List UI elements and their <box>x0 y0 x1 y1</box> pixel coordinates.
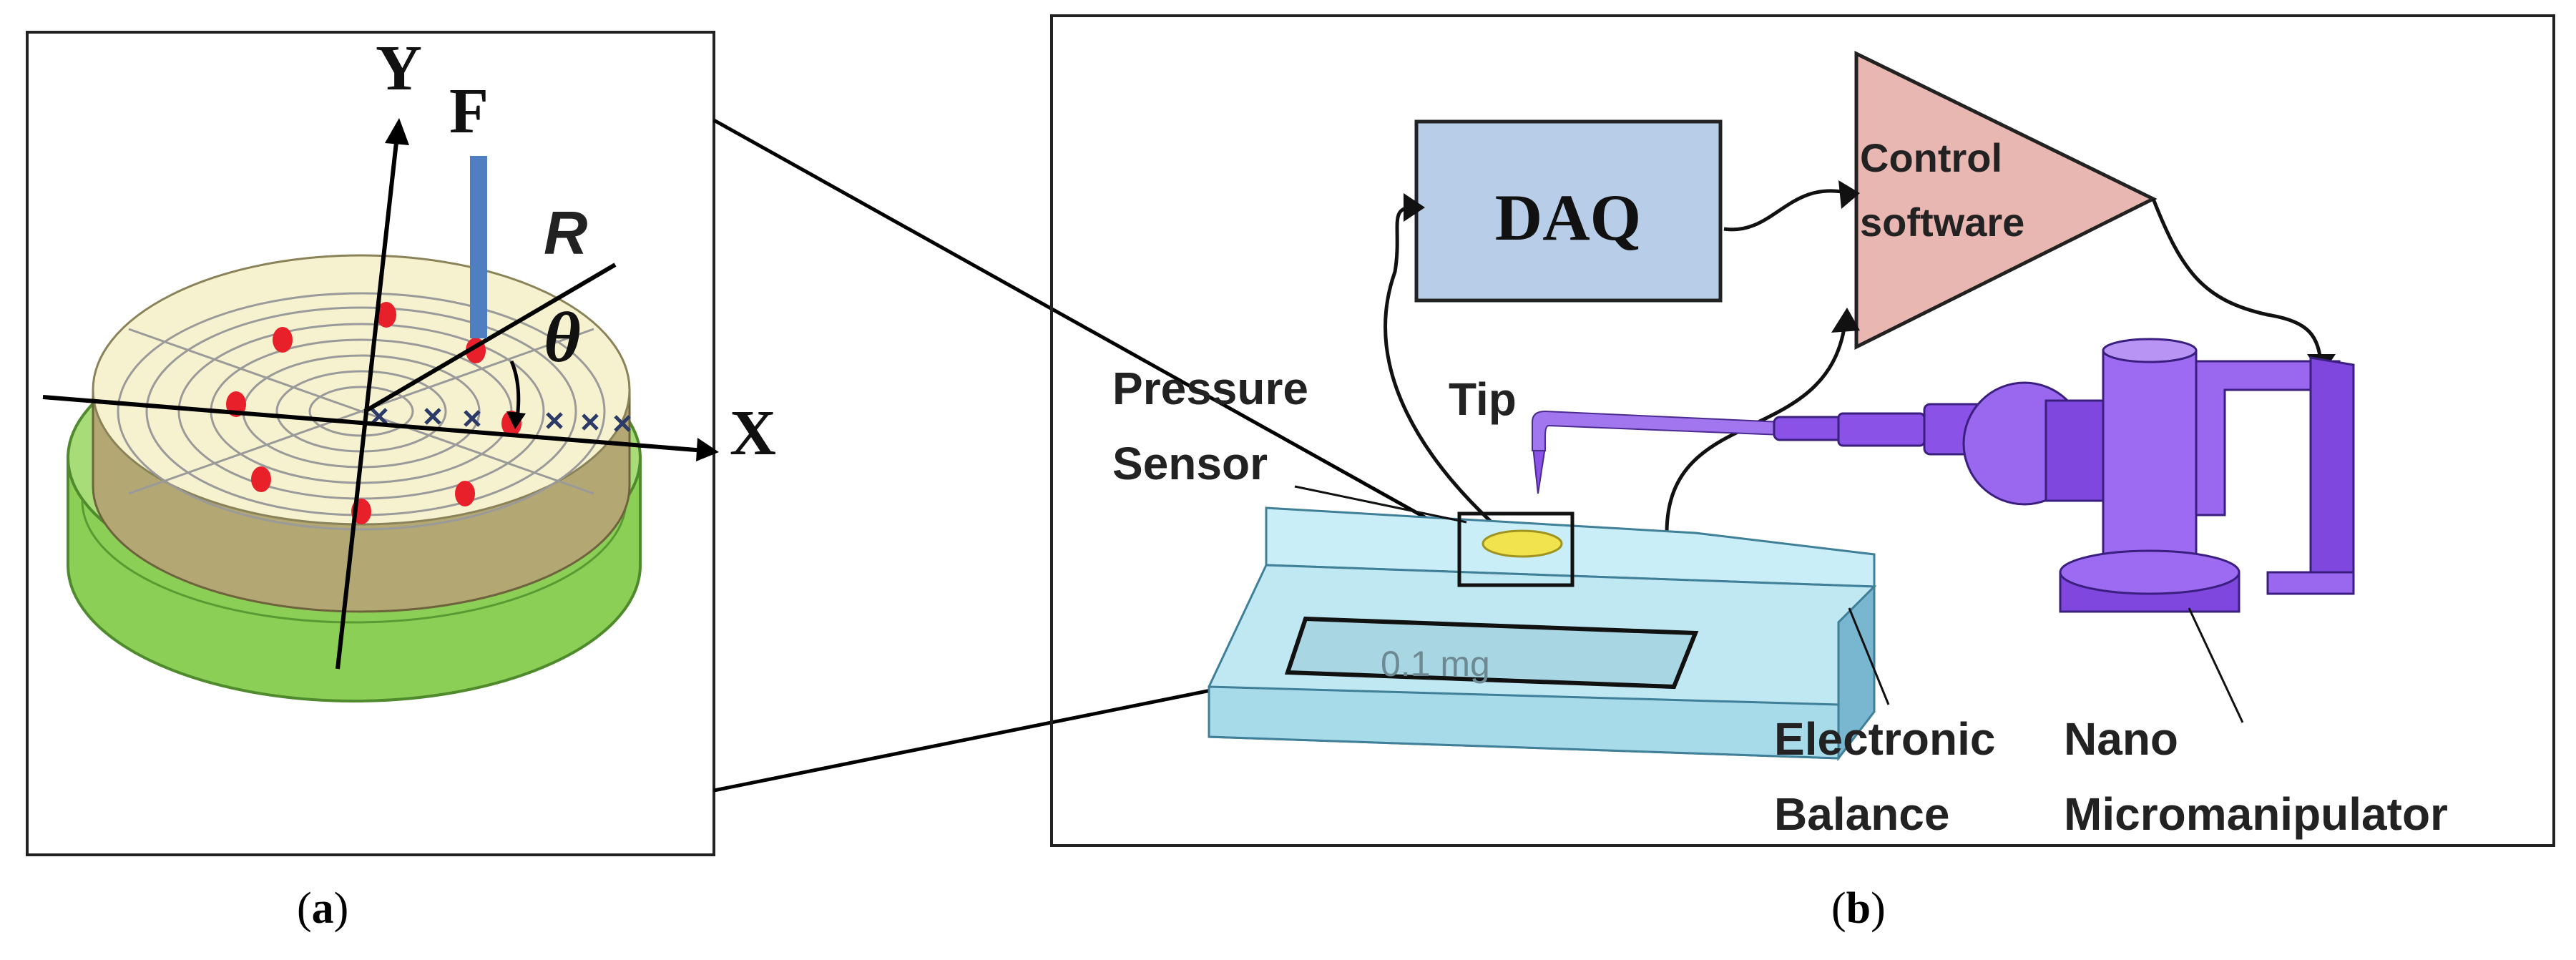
balance-zoom-box <box>1457 511 1575 587</box>
y-axis-arrowhead <box>385 118 409 145</box>
nano-micromanipulator <box>1773 338 2355 613</box>
pressure-sensor-disc <box>92 254 631 613</box>
coordinate-axes <box>42 118 719 670</box>
control-to-manipulator-curve <box>2151 198 2323 366</box>
nano-micromanipulator-label-line2: Micromanipulator <box>2064 788 2448 840</box>
balance-display-text: 0.1 mg <box>1381 644 1490 684</box>
daq-to-control-curve <box>1723 189 1850 232</box>
panel-b-caption: (b) <box>1831 884 1886 933</box>
panel-b-frame <box>1050 14 2555 847</box>
radius-label: R <box>544 200 587 268</box>
panel-a-caption: (a) <box>297 884 348 933</box>
panel-a: Y X F R θ (a) <box>26 31 776 933</box>
theta-arc-arrowhead <box>506 411 526 429</box>
panel-b: DAQ Control software 0.1 mg <box>1050 14 2555 933</box>
electronic-balance: 0.1 mg <box>1208 485 1890 762</box>
force-probe <box>470 156 487 338</box>
pressure-sensor-leader <box>1294 485 1467 524</box>
balance-display <box>1284 616 1699 690</box>
force-label: F <box>449 76 489 147</box>
x-axis-line <box>42 395 705 453</box>
y-axis-label: Y <box>376 33 422 104</box>
radius-line <box>363 263 617 413</box>
probe-tip <box>1532 446 1547 494</box>
x-axis-label: X <box>730 398 776 469</box>
control-software-triangle <box>1854 50 2158 351</box>
nano-micromanipulator-label-line1: Nano <box>2064 713 2178 765</box>
tip-label: Tip <box>1449 373 1517 425</box>
x-axis-sample-marks <box>371 408 631 432</box>
balance-leader <box>1848 607 1890 705</box>
pressure-sensor-label-line1: Pressure <box>1112 363 1308 414</box>
sensor-to-daq-curve <box>1384 205 1493 524</box>
control-software-line2: software <box>1860 200 2024 245</box>
x-axis-arrowhead <box>696 438 719 461</box>
control-software-line1: Control <box>1860 135 2002 180</box>
daq-label: DAQ <box>1495 181 1641 254</box>
pressure-sensor-label-line2: Sensor <box>1112 438 1268 489</box>
electronic-balance-label-line2: Balance <box>1774 788 1949 840</box>
y-axis-line <box>336 135 399 670</box>
theta-label: θ <box>544 298 581 377</box>
balance-sensor <box>1482 529 1563 558</box>
probe-arm <box>1532 410 1782 451</box>
manipulator-leader <box>2188 607 2244 723</box>
daq-box <box>1414 119 1723 303</box>
electronic-balance-label-line1: Electronic <box>1774 713 1995 765</box>
